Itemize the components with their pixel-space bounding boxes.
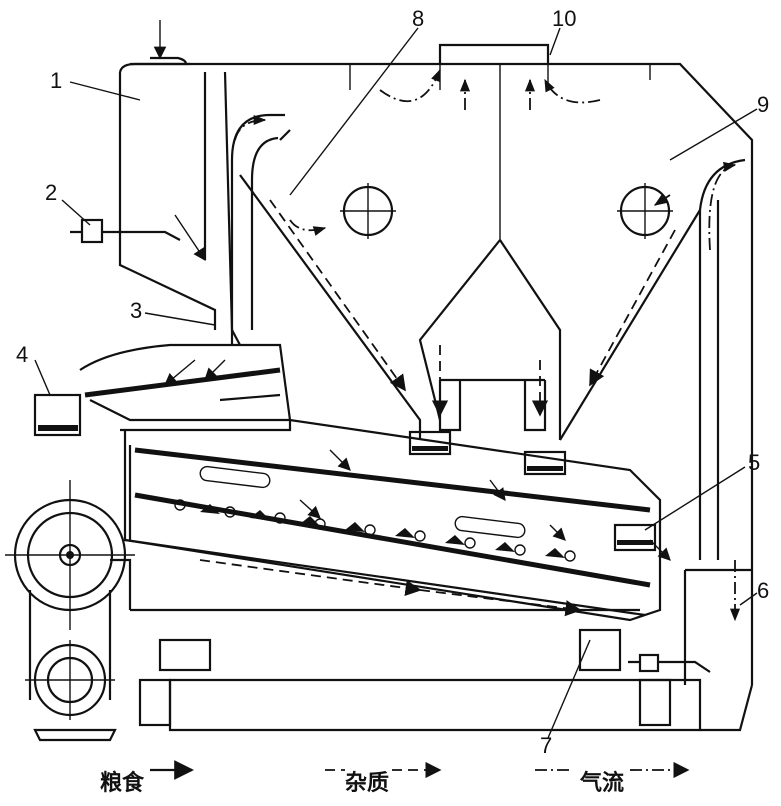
outlet-right-cone bbox=[523, 450, 567, 476]
legend: 粮食 杂质 气流 bbox=[100, 770, 690, 796]
base-frame bbox=[130, 608, 702, 732]
callout-9: 9 bbox=[757, 92, 769, 117]
leader-lines bbox=[34, 27, 758, 739]
callout-4: 4 bbox=[16, 342, 28, 367]
outlet-left-cone bbox=[408, 430, 452, 456]
outlet-5 bbox=[613, 523, 657, 552]
sieve-box bbox=[120, 418, 662, 622]
housing bbox=[118, 43, 754, 732]
callout-6: 6 bbox=[757, 578, 769, 603]
impurity-arrows bbox=[199, 199, 676, 617]
callout-1: 1 bbox=[50, 68, 62, 93]
legend-impurity-label: 杂质 bbox=[345, 771, 389, 796]
grain-arrows bbox=[153, 20, 671, 561]
outlet-4 bbox=[33, 393, 82, 437]
callout-5: 5 bbox=[748, 450, 760, 475]
callout-labels: 1 2 3 4 5 6 7 8 9 10 bbox=[16, 6, 769, 758]
legend-grain-label: 粮食 bbox=[100, 770, 145, 796]
callout-10: 10 bbox=[552, 6, 576, 31]
callout-7: 7 bbox=[540, 733, 552, 758]
callout-8: 8 bbox=[412, 6, 424, 31]
adjuster-2 bbox=[70, 218, 181, 244]
drive-assembly bbox=[5, 480, 135, 742]
feed-tray bbox=[79, 343, 292, 422]
legend-airflow-label: 气流 bbox=[579, 770, 624, 796]
right-fan bbox=[617, 183, 673, 239]
left-fan bbox=[340, 183, 396, 239]
callout-2: 2 bbox=[45, 180, 57, 205]
screen-holes bbox=[174, 499, 576, 562]
callout-3: 3 bbox=[130, 298, 142, 323]
airflow-arrows bbox=[234, 68, 741, 622]
adjuster-6 bbox=[628, 653, 711, 673]
